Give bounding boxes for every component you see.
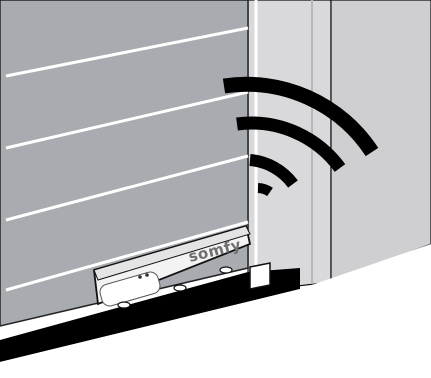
- device-foot: [118, 302, 130, 308]
- signal-arc-dot: [258, 188, 270, 192]
- led-indicator: [138, 275, 142, 279]
- wall-side: [331, 0, 431, 282]
- sensor-box: [250, 263, 270, 289]
- device-foot: [174, 285, 186, 291]
- device-foot: [220, 267, 232, 273]
- led-indicator: [145, 273, 149, 277]
